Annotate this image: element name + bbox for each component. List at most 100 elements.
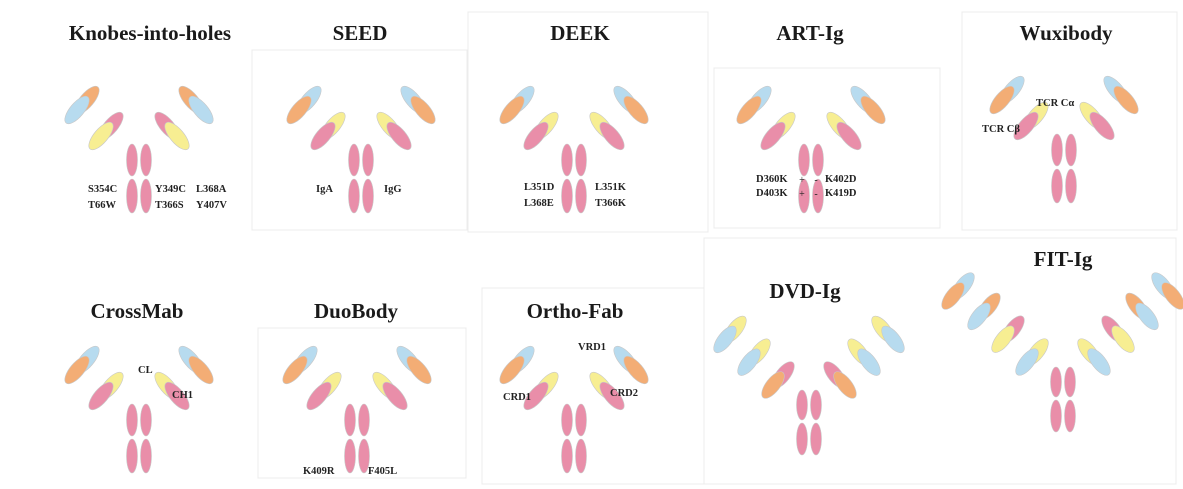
antibody-deek — [496, 82, 653, 213]
label-tcr-c-alpha: TCR Cα — [1036, 98, 1074, 109]
heavy-chain-ch2-left — [799, 144, 810, 176]
label-y407v: Y407V — [196, 200, 227, 211]
label-k409r: K409R — [303, 466, 335, 477]
title-duobody: DuoBody — [314, 299, 399, 323]
title-seed: SEED — [333, 21, 388, 45]
heavy-chain-ch2-right — [576, 404, 587, 436]
heavy-chain-ch3-right — [141, 179, 152, 213]
label-vrd1: VRD1 — [578, 342, 606, 353]
antibody-wuxibody — [986, 72, 1143, 203]
label-l368e: L368E — [524, 198, 554, 209]
fab-left-inner-light — [85, 378, 118, 413]
heavy-chain-ch2-left — [797, 390, 808, 420]
fab-right-inner-light — [383, 118, 416, 153]
label-igg: IgG — [384, 184, 402, 195]
fab-right-outer-light — [1110, 82, 1143, 117]
fab-left-outer-light — [496, 92, 529, 127]
domain-right-light-2 — [1132, 299, 1163, 333]
heavy-chain-ch2-right — [813, 144, 824, 176]
fab-left-outer-light — [283, 92, 316, 127]
fab-left-outer-light — [61, 352, 94, 387]
fab-right-inner-light — [833, 118, 866, 153]
fab-right-inner-light — [161, 118, 194, 153]
heavy-chain-ch2-right — [1065, 367, 1076, 397]
antibody-seed — [283, 82, 440, 213]
heavy-chain-ch2-left — [127, 144, 138, 176]
charge-sign-minus-1: - — [814, 175, 817, 186]
title-deek: DEEK — [550, 21, 610, 45]
domain-left-tip-2 — [938, 279, 969, 313]
fab-right-outer-light — [857, 92, 890, 127]
heavy-chain-ch2-left — [562, 144, 573, 176]
fab-left-outer-light — [986, 82, 1019, 117]
domain-left-light-1 — [734, 345, 765, 379]
fab-right-outer-light — [620, 92, 653, 127]
heavy-chain-ch2-right — [811, 390, 822, 420]
heavy-chain-ch3-right — [363, 179, 374, 213]
domain-left-light-0 — [758, 368, 789, 402]
fab-left-outer-light — [61, 92, 94, 127]
fab-left-inner-light — [307, 118, 340, 153]
fab-right-outer-light — [185, 92, 218, 127]
heavy-chain-ch3-left — [797, 423, 808, 455]
fab-right-inner-light — [379, 378, 412, 413]
charge-sign-minus-2: - — [814, 189, 817, 200]
heavy-chain-ch2-right — [363, 144, 374, 176]
frame-seed — [252, 50, 467, 230]
antibody-fit-ig — [938, 269, 1183, 432]
frame-art-ig — [714, 68, 940, 228]
heavy-chain-ch2-left — [345, 404, 356, 436]
heavy-chain-ch3-right — [1066, 169, 1077, 203]
heavy-chain-ch3-right — [576, 179, 587, 213]
heavy-chain-ch2-left — [349, 144, 360, 176]
title-fit-ig: FIT-Ig — [1034, 247, 1093, 271]
domain-left-light-0 — [1012, 345, 1043, 379]
charge-sign-plus-2: + — [799, 189, 805, 200]
charge-sign-plus-1: + — [799, 175, 805, 186]
heavy-chain-ch3-left — [562, 439, 573, 473]
heavy-chain-ch3-right — [141, 439, 152, 473]
antibody-duobody — [279, 342, 436, 473]
antibody-crossmab — [61, 342, 218, 473]
label-k419d: K419D — [825, 188, 857, 199]
fab-right-outer-light — [185, 352, 218, 387]
fab-right-outer-light — [407, 92, 440, 127]
label-d360k: D360K — [756, 174, 788, 185]
fab-left-inner-light — [520, 118, 553, 153]
domain-right-light-0 — [830, 368, 861, 402]
label-crd1: CRD1 — [503, 392, 531, 403]
title-knobs-into-holes: Knobes-into-holes — [69, 21, 231, 45]
heavy-chain-ch3-left — [127, 439, 138, 473]
label-t366k: T366K — [595, 198, 627, 209]
label-crd2: CRD2 — [610, 388, 638, 399]
label-l351d: L351D — [524, 182, 555, 193]
heavy-chain-ch3-left — [1052, 169, 1063, 203]
label-k402d: K402D — [825, 174, 857, 185]
heavy-chain-ch3-left — [345, 439, 356, 473]
antibody-ortho-fab — [496, 342, 653, 473]
fab-right-outer-light — [403, 352, 436, 387]
label-s354c: S354C — [88, 184, 117, 195]
title-dvd-ig: DVD-Ig — [769, 279, 841, 303]
title-art-ig: ART-Ig — [776, 21, 844, 45]
heavy-chain-ch3-left — [1051, 400, 1062, 432]
label-d403k: D403K — [756, 188, 788, 199]
domain-right-light-2 — [878, 322, 909, 356]
fab-left-outer-light — [279, 352, 312, 387]
fab-right-outer-light — [620, 352, 653, 387]
heavy-chain-ch3-left — [127, 179, 138, 213]
title-ortho-fab: Ortho-Fab — [527, 299, 624, 323]
heavy-chain-ch2-left — [1051, 367, 1062, 397]
label-l368a: L368A — [196, 184, 227, 195]
heavy-chain-ch2-right — [1066, 134, 1077, 166]
title-crossmab: CrossMab — [91, 299, 184, 323]
domain-left-light-2 — [964, 299, 995, 333]
heavy-chain-ch3-left — [562, 179, 573, 213]
domain-right-light-0 — [1084, 345, 1115, 379]
domain-left-light-1 — [988, 322, 1019, 356]
heavy-chain-ch2-right — [576, 144, 587, 176]
label-tcr-c-beta: TCR Cβ — [982, 124, 1020, 135]
fab-left-outer-light — [733, 92, 766, 127]
title-wuxibody: Wuxibody — [1020, 21, 1113, 45]
